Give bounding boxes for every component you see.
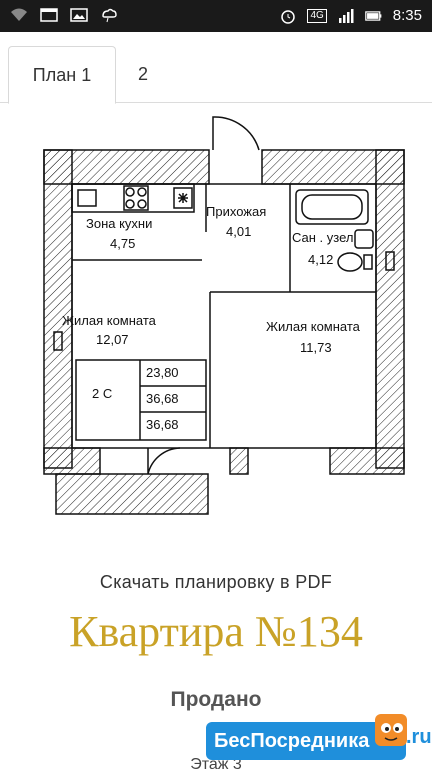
room-name-hallway: Прихожая	[206, 204, 266, 219]
image-icon	[70, 8, 88, 22]
legend-value: 36,68	[146, 391, 179, 406]
plan-tabs: План 1 2	[0, 32, 432, 104]
room-area-hallway: 4,01	[226, 224, 251, 239]
room-name-bathroom: Сан . узел	[292, 230, 353, 245]
alarm-icon	[281, 9, 296, 24]
legend-type: 2 С	[92, 386, 112, 401]
legend-value: 36,68	[146, 417, 179, 432]
watermark-suffix: .ru	[406, 726, 432, 748]
tab-plan-1[interactable]: План 1	[8, 46, 116, 104]
watermark-logo: БесПосредника	[206, 722, 406, 760]
wifi-icon	[11, 8, 27, 21]
download-pdf-link[interactable]: Скачать планировку в PDF	[99, 572, 333, 592]
room-name-living-1: Жилая комната	[62, 313, 157, 328]
room-area-living-2: 11,73	[300, 340, 332, 355]
floor-plan[interactable]: Зона кухни 4,75 Прихожая 4,01 Сан . узел…	[30, 112, 410, 532]
weather-icon	[102, 8, 117, 23]
status-bar: 4G 8:35	[0, 0, 432, 32]
tab-plan-2[interactable]: 2	[137, 63, 148, 84]
battery-icon	[365, 10, 382, 21]
room-name-kitchen: Зона кухни	[86, 216, 152, 231]
room-area-bathroom: 4,12	[308, 252, 333, 267]
apartment-title: Квартира №134	[69, 607, 363, 656]
floor-plan-drawing: Зона кухни 4,75 Прихожая 4,01 Сан . узел…	[43, 116, 405, 515]
watermark: БесПосредника .ru	[206, 714, 432, 762]
room-name-living-2: Жилая комната	[266, 319, 361, 334]
legend-value: 23,80	[146, 365, 179, 380]
mascot-icon	[375, 714, 407, 746]
sale-status: Продано	[170, 688, 262, 711]
signal-icon	[338, 8, 354, 23]
room-area-living-1: 12,07	[96, 332, 129, 347]
clock: 8:35	[392, 7, 422, 24]
browser-icon	[40, 8, 58, 22]
network-type-badge: 4G	[307, 8, 327, 23]
room-area-kitchen: 4,75	[110, 236, 135, 251]
